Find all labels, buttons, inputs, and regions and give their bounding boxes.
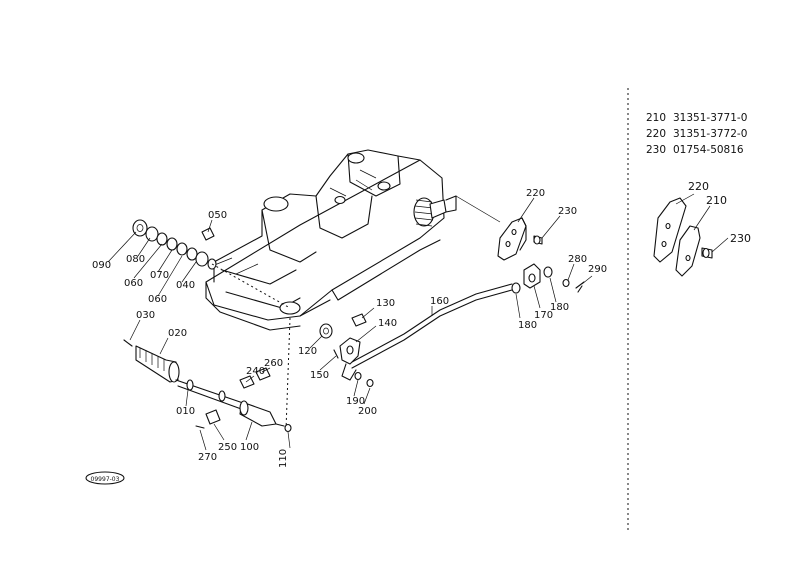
bracket-220 (497, 217, 527, 261)
callout-120: 120 (298, 346, 317, 357)
callout-090: 090 (92, 260, 111, 271)
callout-250: 250 (218, 442, 237, 453)
detail-bolt-230 (701, 247, 713, 259)
callout-180: 180 (518, 320, 537, 331)
detail-callout-230: 230 (730, 232, 751, 245)
rod-010 (175, 379, 247, 411)
callout-190: 190 (346, 396, 365, 407)
detail-bracket-210 (675, 225, 701, 277)
callout-160: 160 (430, 296, 449, 307)
callout-200: 200 (358, 406, 377, 417)
washer-stack (132, 219, 217, 270)
callout-240: 240 (246, 366, 265, 377)
callout-180: 180 (550, 302, 569, 313)
washer-110 (284, 423, 292, 433)
parts-list-ref: 210 (646, 112, 667, 124)
callout-050: 050 (208, 210, 227, 221)
callout-150: 150 (310, 370, 329, 381)
bolt-050 (201, 227, 215, 241)
bushing-120-bore (323, 327, 329, 335)
parts-list-row: 230 01754-50816 (646, 142, 783, 158)
parts-list-part-number: 31351-3772-0 (673, 128, 748, 140)
lever-170 (523, 263, 541, 289)
callout-280: 280 (568, 254, 587, 265)
shaft-020 (135, 345, 180, 383)
detail-callout-210: 210 (706, 194, 727, 207)
callout-030: 030 (136, 310, 155, 321)
callout-070: 070 (150, 270, 169, 281)
callout-020: 020 (168, 328, 187, 339)
callout-060: 060 (124, 278, 143, 289)
pin-150 (333, 349, 339, 359)
parts-list-ref: 220 (646, 128, 667, 140)
callout-110: 110 (278, 449, 289, 468)
callout-270: 270 (198, 452, 217, 463)
spline-shaft (413, 195, 457, 227)
nut-250 (205, 409, 221, 425)
transmission-housing (205, 149, 445, 331)
callout-140: 140 (378, 318, 397, 329)
detail-callout-220: 220 (688, 180, 709, 193)
guide-line (455, 195, 501, 223)
rod-160 (351, 282, 521, 369)
parts-list-row: 210 31351-3771-0 (646, 110, 783, 126)
callout-040: 040 (176, 280, 195, 291)
washer-190 (354, 371, 362, 381)
parts-list-ref: 230 (646, 144, 667, 156)
arm-140 (339, 337, 361, 381)
stamp-text: 09997-03 (91, 476, 120, 483)
drawing-stamp: 09997-03 (85, 471, 125, 485)
guide-line (285, 317, 291, 431)
parts-list-part-number: 31351-3771-0 (673, 112, 748, 124)
callout-080: 080 (126, 254, 145, 265)
callout-060: 060 (148, 294, 167, 305)
parts-list: 210 31351-3771-0 220 31351-3772-0 230 01… (646, 110, 783, 158)
callout-230: 230 (558, 206, 577, 217)
pin-280 (562, 278, 570, 288)
callout-130: 130 (376, 298, 395, 309)
callout-100: 100 (240, 442, 259, 453)
washer-180 (543, 266, 553, 278)
bolt-130 (351, 313, 367, 327)
leader-lines (107, 193, 729, 451)
washer-200 (366, 378, 374, 388)
callout-220: 220 (526, 188, 545, 199)
bolt-230 (533, 235, 543, 245)
pin-270 (195, 425, 205, 429)
callout-010: 010 (176, 406, 195, 417)
callout-170: 170 (534, 310, 553, 321)
nut-260 (255, 367, 271, 381)
callout-290: 290 (588, 264, 607, 275)
parts-list-part-number: 01754-50816 (673, 144, 744, 156)
callout-260: 260 (264, 358, 283, 369)
shaft-100 (239, 400, 285, 427)
clip-290 (575, 281, 585, 293)
detail-bracket-220 (653, 197, 687, 263)
parts-list-row: 220 31351-3772-0 (646, 126, 783, 142)
pin-030 (123, 339, 133, 347)
bushing-120 (319, 323, 333, 339)
